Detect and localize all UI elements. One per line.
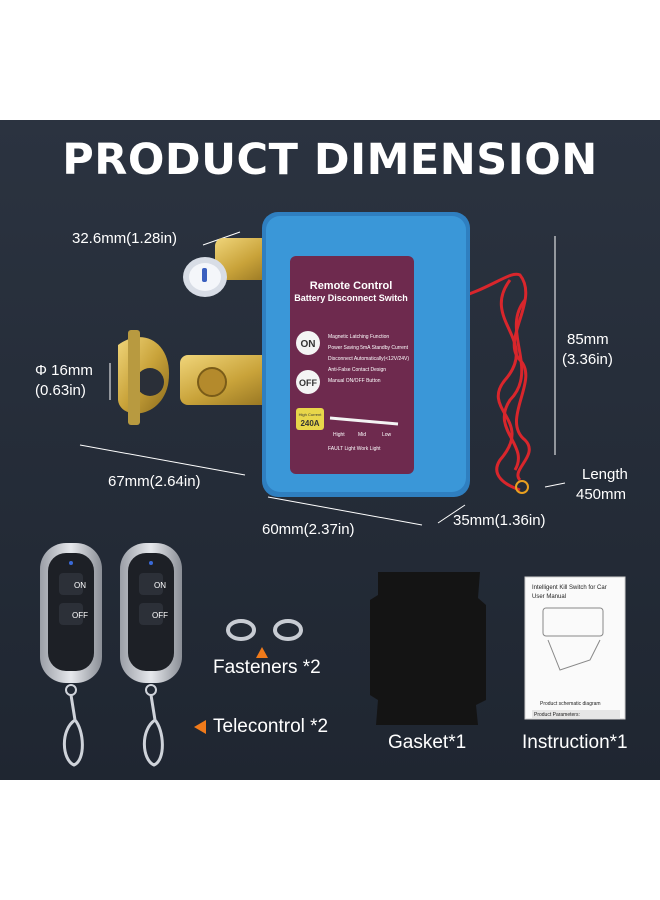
- wire-length-label: Length: [582, 466, 628, 483]
- current-label: High Current: [299, 412, 323, 417]
- manual-params-label: Product Parameters:: [534, 712, 580, 718]
- manual-diagram-label: Product schematic diagram: [540, 701, 601, 707]
- device-header-1: Remote Control: [310, 280, 393, 292]
- terminal-width-label: 32.6mm(1.28in): [72, 230, 178, 247]
- current-value: 240A: [300, 419, 319, 428]
- remote-control-left: [40, 543, 102, 767]
- device-off-label: OFF: [299, 378, 317, 388]
- orange-up-arrow-icon: [256, 647, 268, 658]
- scale-high: Hight: [333, 432, 345, 438]
- height-label: 85mm: [567, 331, 609, 348]
- remote-left-on: ON: [74, 581, 86, 590]
- device-on-label: ON: [301, 339, 316, 350]
- page-title: PRODUCT DIMENSION: [62, 135, 598, 185]
- switch-device: [262, 212, 470, 497]
- fasteners: [226, 619, 303, 641]
- device-header-2: Battery Disconnect Switch: [294, 293, 408, 303]
- status-lights: FAULT Light Work Light: [328, 446, 381, 452]
- orange-left-arrow-icon: [194, 720, 206, 734]
- clamp-length-label: 67mm(2.64in): [108, 473, 201, 490]
- depth-label: 35mm(1.36in): [453, 512, 546, 529]
- feature-4: Anti-False Contact Design: [328, 367, 386, 373]
- fasteners-caption: Fasteners *2: [213, 657, 321, 678]
- gasket: [370, 572, 486, 725]
- scale-low: Low: [382, 432, 392, 438]
- clamp-diameter-label: Φ 16mm: [35, 362, 93, 379]
- red-wire: [449, 272, 531, 492]
- manual-title-1: Intelligent Kill Switch for Car: [532, 585, 607, 591]
- feature-5: Manual ON/OFF Button: [328, 378, 381, 384]
- remote-right-off: OFF: [152, 611, 168, 620]
- instruction-manual: [524, 576, 626, 720]
- dimension-lines: [79, 231, 566, 526]
- feature-3: Disconnect Automatically(<12V/24V): [328, 356, 409, 362]
- clamp-diameter-inch-label: (0.63in): [35, 382, 86, 399]
- height-inch-label: (3.36in): [562, 351, 613, 368]
- remote-left-off: OFF: [72, 611, 88, 620]
- instruction-caption: Instruction*1: [522, 732, 628, 753]
- feature-2: Power Saving 5mA Standby Current: [328, 345, 409, 351]
- telecontrol-caption: Telecontrol *2: [213, 716, 329, 737]
- feature-1: Magnetic Latching Function: [328, 334, 389, 340]
- manual-title-2: User Manual: [532, 594, 566, 600]
- gasket-caption: Gasket*1: [388, 732, 467, 753]
- body-length-label: 60mm(2.37in): [262, 521, 355, 538]
- remote-control-right: [120, 543, 182, 767]
- wire-length-value: 450mm: [576, 486, 627, 503]
- scale-mid: Mid: [358, 432, 366, 438]
- remote-right-on: ON: [154, 581, 166, 590]
